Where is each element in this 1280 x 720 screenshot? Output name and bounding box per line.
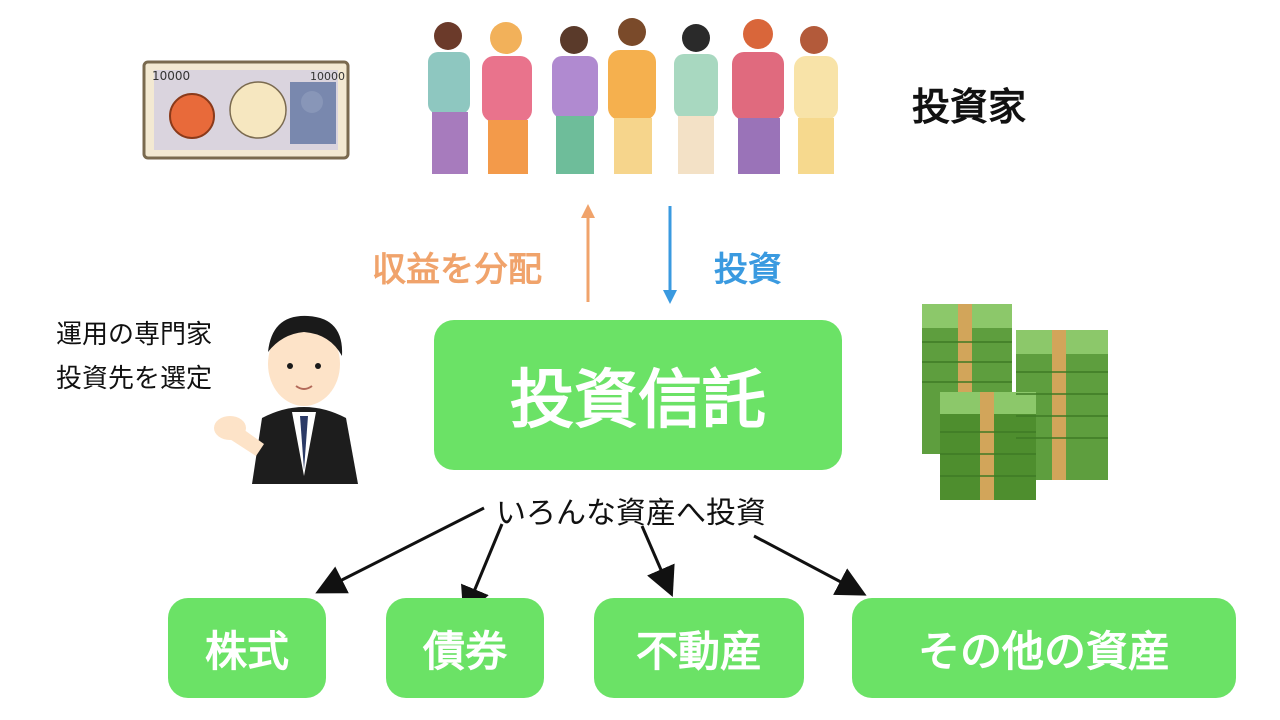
arrow-to-stocks [315, 506, 485, 594]
asset-box-stocks: 株式 [168, 598, 326, 698]
distribute-returns-label: 収益を分配 [372, 250, 542, 290]
invest-label: 投資 [714, 250, 782, 290]
investor-label: 投資家 [912, 85, 1027, 129]
manager-caption-line1: 運用の専門家 [56, 320, 213, 350]
arrow-to-other-assets [753, 534, 867, 596]
investment-trust-label: 投資信託 [510, 364, 766, 438]
banknote-icon: 10000 10000 [142, 60, 350, 160]
manager-caption-line2: 投資先を選定 [56, 364, 213, 394]
asset-box-bonds: 債券 [386, 598, 544, 698]
asset-label: 株式 [204, 626, 289, 676]
asset-label: その他の資産 [917, 626, 1170, 676]
arrow-down-icon [663, 206, 677, 304]
asset-label: 債券 [422, 626, 507, 676]
investment-trust-box: 投資信託 [434, 320, 842, 470]
diverse-assets-label: いろんな資産へ投資 [496, 496, 766, 531]
arrow-to-real-estate [640, 525, 675, 598]
businessman-icon [214, 315, 358, 484]
arrow-to-bonds [461, 523, 504, 618]
svg-text:10000: 10000 [310, 70, 345, 83]
asset-box-other-assets: その他の資産 [852, 598, 1236, 698]
money-stack-icon [922, 304, 1108, 500]
asset-label: 不動産 [635, 626, 762, 676]
arrow-up-icon [581, 204, 595, 302]
group-of-people-icon [428, 18, 838, 174]
svg-text:10000: 10000 [152, 69, 190, 83]
asset-box-real-estate: 不動産 [594, 598, 804, 698]
